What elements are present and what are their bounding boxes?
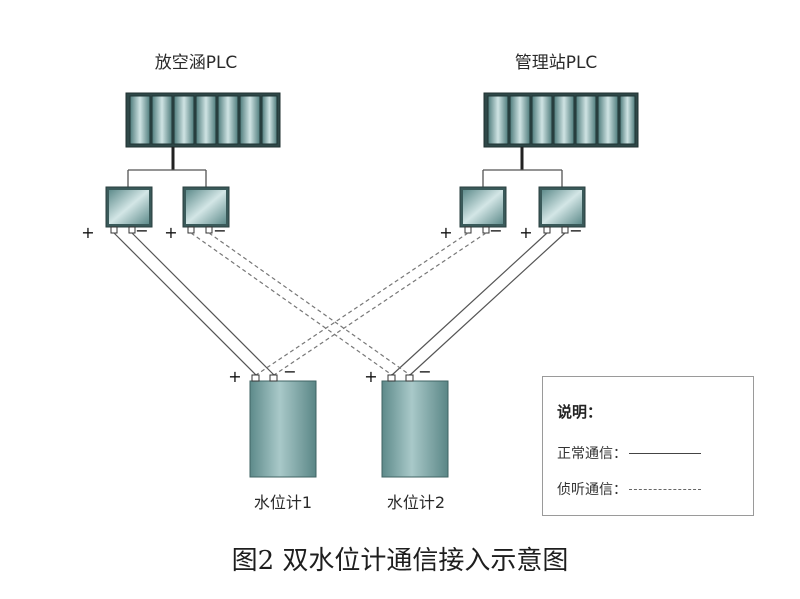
figure-caption: 图2 双水位计通信接入示意图 xyxy=(231,546,569,576)
listen-comm-wires xyxy=(190,232,487,376)
legend-dashed-line xyxy=(629,488,701,490)
legend-normal-label: 正常通信： xyxy=(557,446,627,462)
terminal-plus-sign: + xyxy=(439,223,452,242)
plc-branch-left xyxy=(127,169,207,187)
meter-label-2: 水位计2 xyxy=(387,493,445,512)
terminal-plus-sign: + xyxy=(164,223,177,242)
legend-title: 说明： xyxy=(557,403,603,421)
comm-module-left-1 xyxy=(105,186,153,234)
legend-solid-line xyxy=(629,452,701,454)
terminal-minus-sign: − xyxy=(489,221,502,240)
plc-branch-right xyxy=(482,169,563,187)
comm-module-right-1 xyxy=(459,186,507,234)
terminal-plus-sign: + xyxy=(81,223,94,242)
terminal-minus-sign: − xyxy=(213,221,226,240)
terminal-plus-sign: + xyxy=(228,367,241,386)
comm-module-right-2 xyxy=(538,186,586,234)
legend-listen-label: 侦听通信： xyxy=(557,482,627,498)
plc-rack-left xyxy=(125,92,281,148)
plc-label-right: 管理站PLC xyxy=(515,53,598,73)
meter-label-1: 水位计1 xyxy=(254,493,312,512)
plc-label-left: 放空涵PLC xyxy=(155,53,238,73)
terminal-minus-sign: − xyxy=(569,221,582,240)
normal-comm-wires xyxy=(113,232,566,376)
terminal-minus-sign: − xyxy=(418,362,431,381)
water-level-meter-1 xyxy=(249,374,317,478)
legend-normal-row: 正常通信： xyxy=(557,443,701,463)
legend-listen-row: 侦听通信： xyxy=(557,479,701,499)
terminal-minus-sign: − xyxy=(135,221,148,240)
plc-rack-right xyxy=(483,92,639,148)
comm-module-left-2 xyxy=(182,186,230,234)
terminal-plus-sign: + xyxy=(364,367,377,386)
terminal-minus-sign: − xyxy=(283,362,296,381)
legend: 说明： 正常通信： 侦听通信： xyxy=(542,376,754,516)
water-level-meter-2 xyxy=(381,374,449,478)
terminal-plus-sign: + xyxy=(519,223,532,242)
